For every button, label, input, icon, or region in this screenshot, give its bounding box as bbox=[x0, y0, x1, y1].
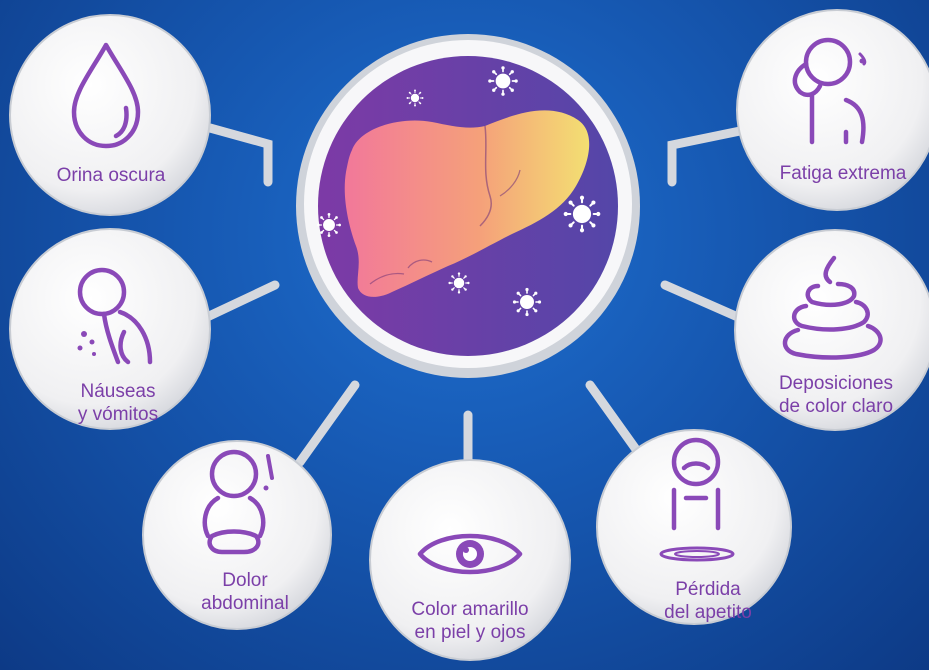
virus-icon bbox=[447, 271, 471, 295]
virus-icon bbox=[316, 212, 342, 238]
connector-perdida bbox=[585, 380, 645, 460]
bubble-fatiga-extrema bbox=[736, 9, 929, 211]
label-line: de color claro bbox=[778, 396, 894, 417]
liver-icon bbox=[344, 110, 590, 297]
label-orina-oscura: Orina oscura bbox=[57, 164, 166, 187]
virus-icon bbox=[562, 194, 602, 234]
bubble-color-amarillo bbox=[369, 459, 571, 661]
label-line: Fatiga extrema bbox=[779, 163, 907, 184]
center-hub bbox=[296, 34, 640, 378]
empty-plate-person-icon bbox=[659, 437, 735, 562]
label-fatiga-extrema: Fatiga extrema bbox=[780, 162, 907, 185]
label-line: Orina oscura bbox=[56, 165, 166, 186]
connector-orina bbox=[205, 123, 273, 187]
eye-icon bbox=[417, 533, 523, 575]
label-color-amarillo: Color amarillo en piel y ojos bbox=[411, 598, 528, 644]
label-line: Deposiciones bbox=[778, 373, 894, 394]
connector-dolor bbox=[295, 380, 360, 467]
connector-deposiciones bbox=[660, 280, 745, 323]
symptom-bubbles bbox=[9, 9, 929, 661]
label-line: Dolor bbox=[222, 570, 268, 591]
label-nauseas: Náuseas y vómitos bbox=[78, 380, 158, 426]
label-dolor-abdominal: Dolor abdominal bbox=[201, 569, 289, 615]
label-deposiciones: Deposiciones de color claro bbox=[779, 372, 893, 418]
virus-icon bbox=[512, 287, 542, 317]
bubble-dolor-abdominal bbox=[142, 440, 332, 630]
label-line: Pérdida bbox=[675, 579, 741, 600]
abdominal-pain-icon bbox=[202, 449, 274, 555]
bubble-orina-oscura bbox=[9, 14, 211, 216]
bubble-nauseas bbox=[9, 228, 211, 430]
label-perdida-apetito: Pérdida del apetito bbox=[664, 578, 752, 624]
drop-icon bbox=[71, 42, 141, 149]
connectors bbox=[200, 123, 750, 485]
connector-fatiga bbox=[667, 125, 750, 187]
connector-nauseas bbox=[200, 280, 280, 323]
bubble-deposiciones bbox=[734, 229, 929, 431]
label-line: abdominal bbox=[201, 593, 289, 614]
vomiting-person-icon bbox=[77, 267, 153, 365]
fatigue-person-icon bbox=[792, 37, 867, 145]
stool-icon bbox=[782, 255, 883, 360]
label-line: Color amarillo bbox=[411, 599, 529, 620]
virus-icon bbox=[487, 65, 519, 97]
label-line: y vómitos bbox=[77, 404, 159, 425]
label-line: Náuseas bbox=[80, 381, 156, 402]
virus-icon bbox=[406, 89, 424, 107]
bubble-perdida-apetito bbox=[596, 429, 792, 625]
label-line: del apetito bbox=[664, 602, 752, 623]
label-line: en piel y ojos bbox=[414, 622, 526, 643]
